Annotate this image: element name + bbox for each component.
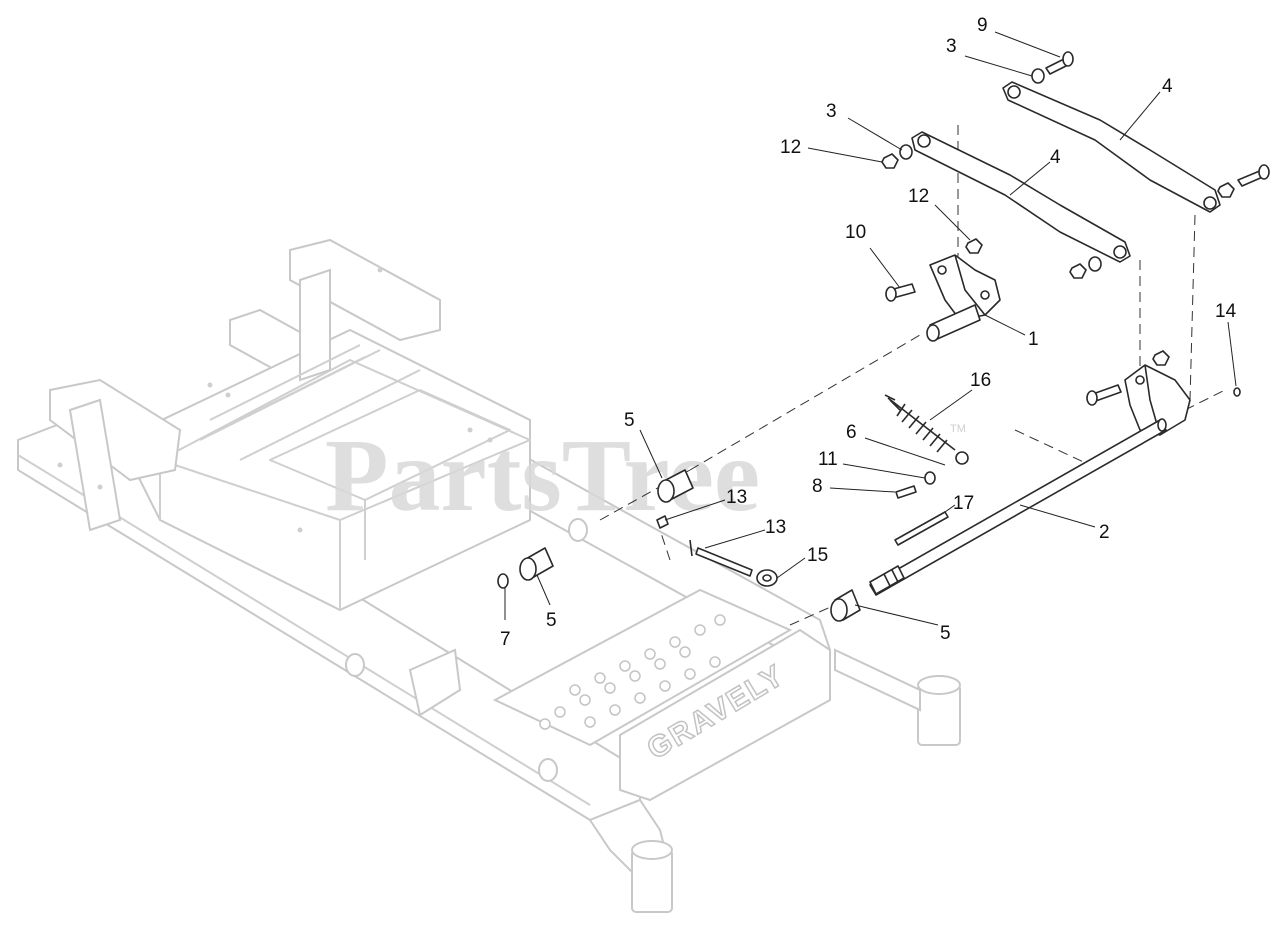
lift-bracket-1 (926, 254, 1001, 342)
callout-3-lower: 3 (826, 101, 837, 122)
nut-12-center (965, 238, 983, 254)
callout-14: 14 (1215, 301, 1237, 322)
callout-8: 8 (812, 476, 823, 497)
callout-1: 1 (1028, 329, 1039, 350)
link-rod-upper (1002, 81, 1221, 213)
front-caster-right (917, 675, 961, 746)
pin-13-with-rod (689, 539, 753, 577)
rod-17 (894, 511, 949, 546)
callout-4-upper: 4 (1162, 76, 1173, 97)
front-caster-left (631, 840, 673, 913)
bushing-5-upper (657, 469, 694, 503)
callout-5-shaft: 5 (940, 623, 951, 644)
callout-13-upper: 13 (726, 487, 747, 508)
link-rod-lower (911, 131, 1131, 263)
callout-17: 17 (953, 493, 974, 514)
callout-11: 11 (818, 449, 838, 470)
bushing-5-shaft (830, 589, 861, 622)
bushing-5-lower (519, 547, 554, 581)
callout-12-left: 12 (780, 137, 801, 158)
callout-3-upper: 3 (946, 36, 957, 57)
callout-4-lower: 4 (1050, 147, 1061, 168)
callout-5-lower: 5 (546, 610, 557, 631)
nut-12-left (881, 153, 899, 169)
pin-8 (895, 485, 917, 499)
callout-15: 15 (807, 545, 828, 566)
washer-3-lower (899, 144, 913, 160)
pin-10 (885, 283, 916, 302)
callout-12-center: 12 (908, 186, 929, 207)
callout-6: 6 (846, 422, 857, 443)
callout-13-lower: 13 (765, 517, 786, 538)
spring-16 (884, 394, 969, 465)
watermark-tm: TM (950, 423, 966, 435)
washer-11 (924, 471, 936, 485)
lift-shaft-2 (869, 418, 1167, 596)
callout-16: 16 (970, 370, 991, 391)
callout-5-upper: 5 (624, 410, 635, 431)
watermark: PartsTree TM (325, 418, 966, 533)
cotter-14 (1233, 387, 1241, 397)
bolt-9 (1045, 51, 1074, 75)
callout-7: 7 (500, 629, 511, 650)
callout-labels: 9 3 4 3 12 4 12 10 1 14 16 6 11 8 17 2 5… (500, 15, 1237, 650)
leader-lines (504, 31, 1237, 626)
callout-10: 10 (845, 222, 866, 243)
washer-3-upper (1031, 68, 1045, 84)
link-upper-end-hardware (1217, 164, 1270, 198)
deck-holes (539, 614, 726, 730)
pin-13-upper (656, 515, 669, 529)
eye-rod-15 (756, 569, 778, 587)
clip-7 (497, 573, 509, 589)
callout-9: 9 (977, 15, 988, 36)
watermark-text: PartsTree (325, 418, 760, 533)
mower-frame: GRAVELY (17, 238, 961, 913)
callout-2: 2 (1099, 522, 1110, 543)
lift-bracket-right (1086, 350, 1191, 436)
link-lower-end-hardware (1069, 256, 1102, 279)
